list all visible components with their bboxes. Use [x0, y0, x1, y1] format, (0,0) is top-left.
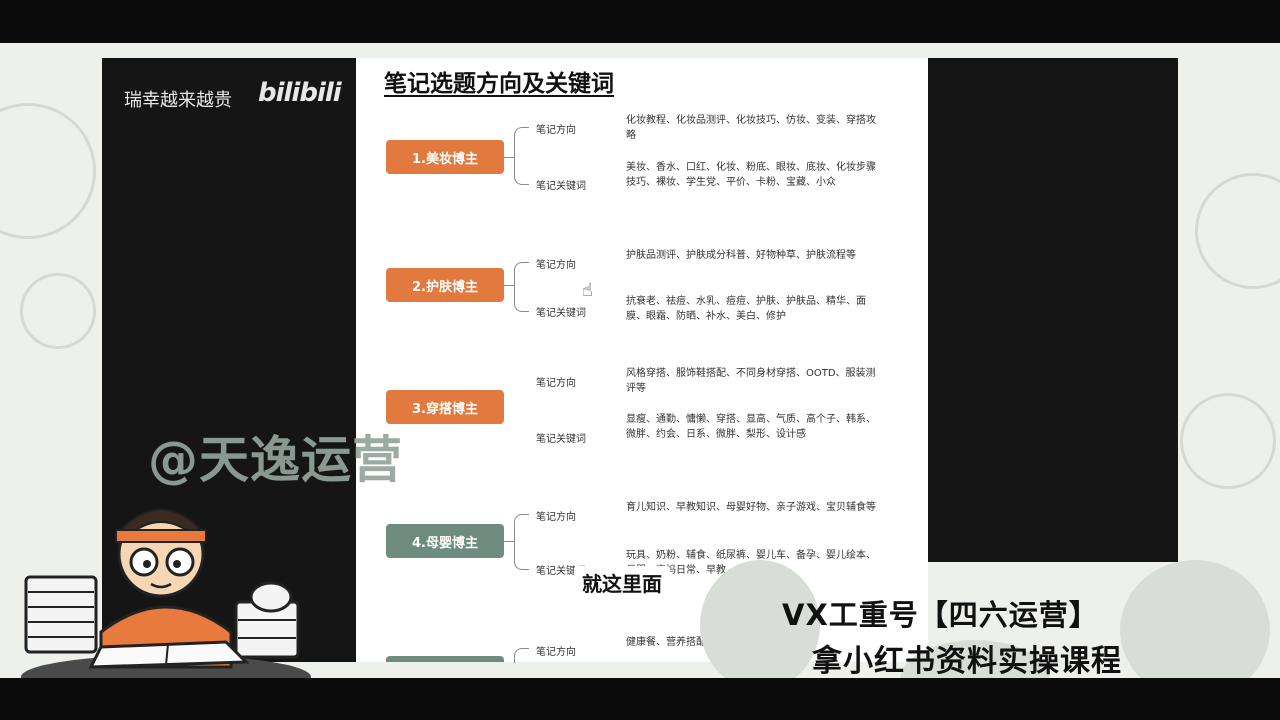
branch-text: 显瘦、通勤、慵懒、穿搭、显高、气质、高个子、韩系、微胖、约会、日系、微胖、梨形、… — [626, 414, 876, 440]
connector — [504, 285, 514, 286]
connector-brace — [514, 648, 529, 663]
topic-fashion: 3.穿搭博主 — [386, 390, 504, 424]
hand-cursor-icon: ☝ — [582, 280, 593, 301]
promo-blob — [1120, 560, 1270, 700]
branch-label: 笔记关键词 — [536, 308, 586, 319]
right-dark-panel — [928, 58, 1178, 562]
branch-text: 风格穿搭、服饰鞋搭配、不同身材穿搭、OOTD、服装测评等 — [626, 368, 876, 394]
branch-label: 笔记方向 — [536, 260, 576, 271]
bilibili-logo: bilibili — [258, 78, 342, 108]
background-doodle — [1195, 173, 1280, 289]
branch-label: 笔记方向 — [536, 125, 576, 136]
branch-label: 笔记关键词 — [536, 181, 586, 192]
branch-label: 笔记方向 — [536, 512, 576, 523]
connector-brace — [514, 514, 529, 570]
topic-beauty: 1.美妆博主 — [386, 140, 504, 174]
branch-label: 笔记方向 — [536, 378, 576, 389]
background-doodle — [0, 103, 96, 239]
topic-maternity: 4.母婴博主 — [386, 524, 504, 558]
branch-text: 护肤品测评、护肤成分科普、好物种草、护肤流程等 — [626, 250, 856, 261]
letterbox-bottom — [0, 678, 1280, 720]
branch-label: 笔记关键词 — [536, 434, 586, 445]
branch-text: 育儿知识、早教知识、母婴好物、亲子游戏、宝贝辅食等 — [626, 502, 876, 513]
branch-label: 笔记关键词 — [536, 566, 586, 577]
branch-text: 美妆、香水、口红、化妆、粉底、眼妆、底妆、化妆步骤技巧、裸妆、学生党、平价、卡粉… — [626, 162, 876, 188]
connector-brace — [514, 262, 529, 312]
topic-skincare: 2.护肤博主 — [386, 268, 504, 302]
connector — [504, 541, 514, 542]
background-doodle — [20, 273, 96, 349]
branch-label: 笔记方向 — [536, 647, 576, 658]
document-title: 笔记选题方向及关键词 — [384, 71, 614, 97]
branch-text: 健康餐、营养搭配、知识科普等 — [626, 637, 766, 648]
letterbox-top — [0, 0, 1280, 43]
watermark-text: @天逸运营 — [148, 431, 403, 489]
promo-blob — [700, 560, 820, 690]
promo-line-1: VX工重号【四六运营】 — [782, 598, 1099, 632]
connector-brace — [514, 127, 529, 185]
subtitle-caption: 就这里面 — [574, 566, 670, 599]
connector — [504, 157, 514, 158]
promo-line-2: 拿小红书资料实操课程 — [812, 644, 1122, 679]
branch-text: 抗衰老、祛痘、水乳、痘痘、护肤、护肤品、精华、面膜、眼霜、防晒、补水、美白、修护 — [626, 296, 866, 322]
branch-text: 化妆教程、化妆品测评、化妆技巧、仿妆、变装、穿搭攻略 — [626, 115, 876, 141]
background-doodle — [1180, 393, 1276, 489]
mascot-character — [21, 508, 311, 699]
topic-partial — [386, 656, 504, 662]
branch-text: 玩具、奶粉、辅食、纸尿裤、婴儿车、备孕、婴儿绘本、母婴、宝妈日常、早教 — [626, 550, 876, 576]
brand-text: 瑞幸越来越贵 — [124, 90, 232, 111]
